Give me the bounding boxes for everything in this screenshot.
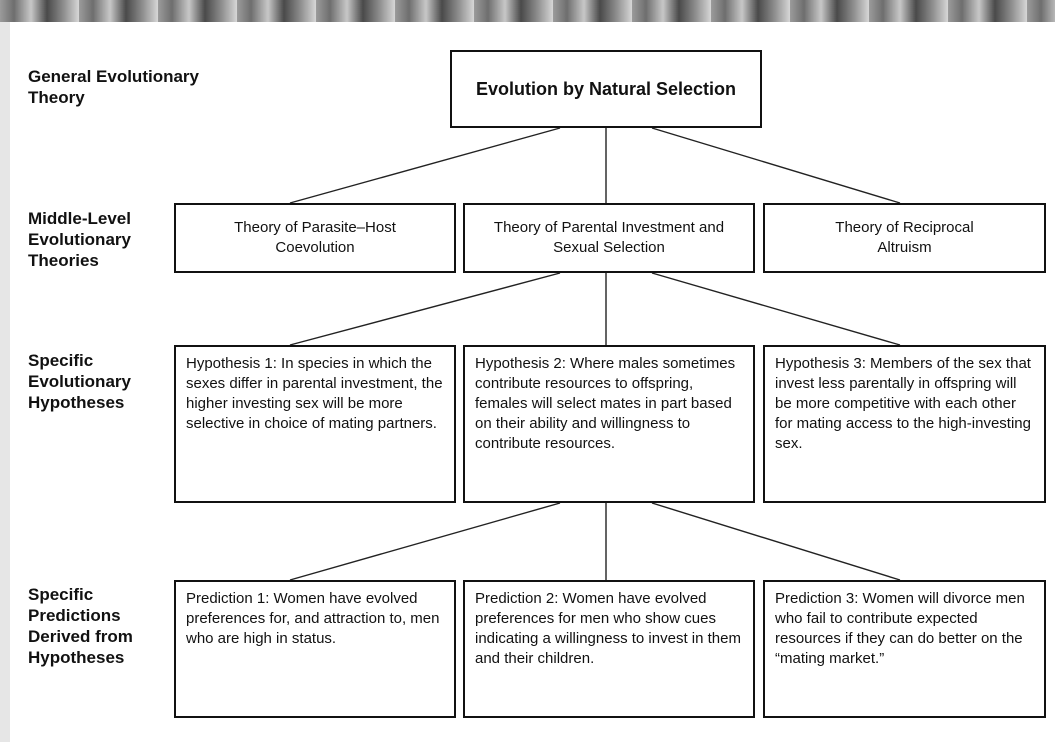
- connector-hyp-to-pred-3: [651, 502, 901, 581]
- decorative-header-strip: [0, 0, 1055, 22]
- level-label-middle: Middle-Level Evolutionary Theories: [28, 209, 131, 270]
- middle-theory-text: Theory of Parental Investment and Sexual…: [493, 219, 725, 256]
- level-label-hypotheses: Specific Evolutionary Hypotheses: [28, 351, 131, 412]
- prediction-box-2: Prediction 2: Women have evolved prefere…: [463, 580, 755, 718]
- middle-theory-box-1: Theory of Parasite–Host Coevolution: [174, 203, 456, 273]
- hypothesis-text: Hypothesis 1: In species in which the se…: [186, 355, 443, 432]
- hypothesis-text: Hypothesis 3: Members of the sex that in…: [775, 355, 1031, 452]
- prediction-text: Prediction 1: Women have evolved prefere…: [186, 590, 440, 647]
- middle-theory-text: Theory of Parasite–Host Coevolution: [234, 219, 396, 256]
- connector-root-to-middle-1: [289, 127, 561, 204]
- hypothesis-box-2: Hypothesis 2: Where males sometimes cont…: [463, 345, 755, 503]
- root-theory-box: Evolution by Natural Selection: [450, 50, 762, 128]
- left-margin-bar: [0, 22, 10, 742]
- connector-middle-to-hyp-1: [289, 272, 561, 346]
- connector-middle-to-hyp-3: [651, 272, 901, 346]
- middle-theory-box-2: Theory of Parental Investment and Sexual…: [463, 203, 755, 273]
- middle-theory-text: Theory of Reciprocal Altruism: [835, 219, 974, 256]
- level-label-general: General Evolutionary Theory: [28, 67, 199, 107]
- level-label-predictions: Specific Predictions Derived from Hypoth…: [28, 585, 133, 667]
- middle-theory-box-3: Theory of Reciprocal Altruism: [763, 203, 1046, 273]
- prediction-box-1: Prediction 1: Women have evolved prefere…: [174, 580, 456, 718]
- hypothesis-box-3: Hypothesis 3: Members of the sex that in…: [763, 345, 1046, 503]
- prediction-text: Prediction 3: Women will divorce men who…: [775, 590, 1025, 667]
- prediction-box-3: Prediction 3: Women will divorce men who…: [763, 580, 1046, 718]
- prediction-text: Prediction 2: Women have evolved prefere…: [475, 590, 741, 667]
- connector-root-to-middle-3: [651, 127, 901, 204]
- connector-hyp-to-pred-1: [289, 502, 561, 581]
- hypothesis-text: Hypothesis 2: Where males sometimes cont…: [475, 355, 736, 452]
- root-theory-text: Evolution by Natural Selection: [475, 79, 737, 99]
- hypothesis-box-1: Hypothesis 1: In species in which the se…: [174, 345, 456, 503]
